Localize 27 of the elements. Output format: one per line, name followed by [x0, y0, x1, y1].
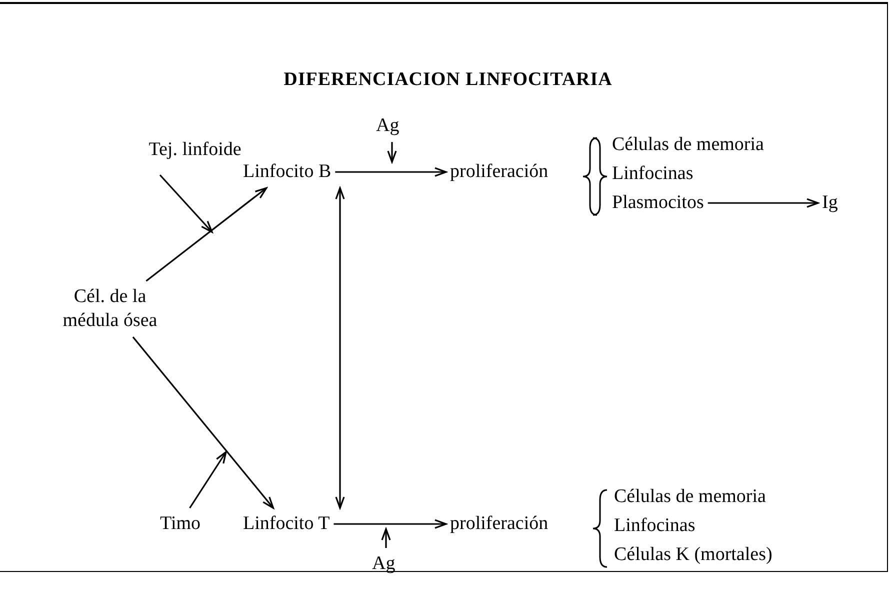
- arrow: [387, 142, 397, 163]
- arrow: [381, 528, 391, 548]
- node-label: proliferación: [450, 512, 548, 536]
- node-label: Linfocinas: [614, 514, 696, 538]
- arrow: [708, 198, 819, 208]
- arrow: [335, 167, 447, 177]
- arrow: [335, 187, 345, 509]
- node-label: Células de memoria: [612, 133, 764, 157]
- node-label: Plasmocitos: [612, 191, 704, 215]
- node-label: Linfocito T: [243, 512, 330, 536]
- node-label: Ag: [372, 552, 396, 576]
- arrow: [159, 174, 213, 233]
- node-label: Ig: [822, 191, 838, 215]
- node-label: Ag: [376, 114, 400, 138]
- arrow: [132, 336, 274, 509]
- node-label: Linfocinas: [612, 162, 694, 186]
- node-label: Tej. linfoide: [140, 138, 250, 162]
- diagram-title: DIFERENCIACION LINFOCITARIA: [282, 68, 614, 92]
- node-label: proliferación: [450, 160, 548, 184]
- node-label: Linfocito B: [243, 160, 332, 184]
- node-label: Células K (mortales): [614, 543, 772, 567]
- arrow: [189, 451, 227, 508]
- node-label: Timo: [160, 512, 200, 536]
- arrow: [334, 519, 447, 529]
- node-label: Células de memoria: [614, 485, 766, 509]
- node-label: Cél. de la médula ósea: [50, 285, 170, 333]
- arrow: [146, 187, 268, 282]
